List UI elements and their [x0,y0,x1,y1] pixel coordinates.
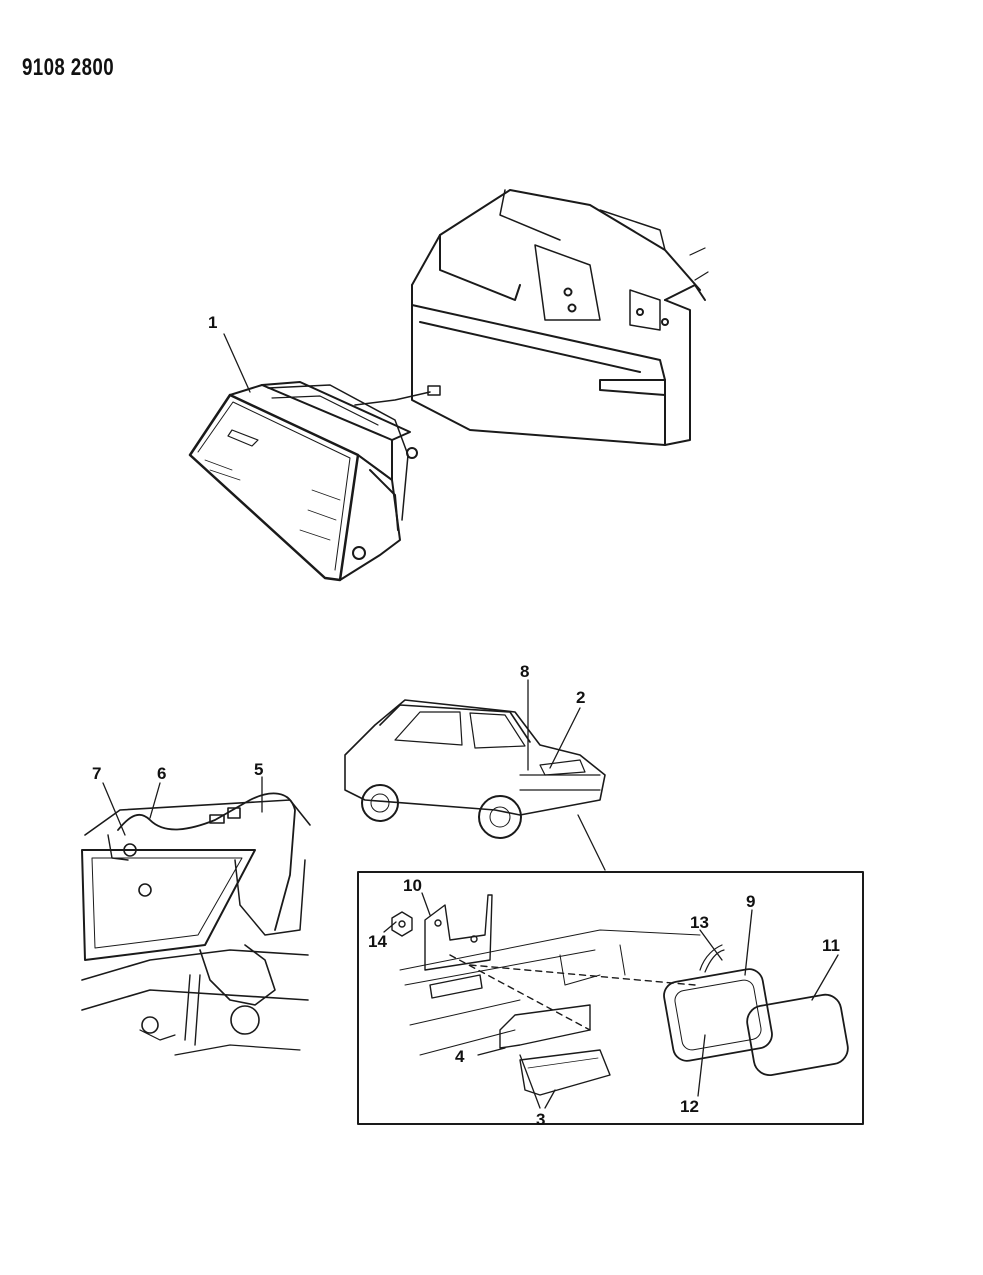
leader-line-11 [811,954,839,1001]
leader-line-4 [477,1047,506,1056]
callout-14: 14 [368,932,387,951]
vehicle-overview [344,699,606,839]
front-fascia-support [411,189,709,446]
leader-line-3b [544,1089,556,1109]
detail-pointer-line [577,814,606,871]
leader-line-13 [699,929,723,961]
engine-bay-wiring-view [81,792,311,1056]
leader-line-12 [697,1034,706,1097]
leader-line-3a [519,1054,541,1109]
callout-11: 11 [822,936,840,955]
callout-10: 10 [403,876,422,895]
callout-4: 4 [455,1047,465,1066]
detail-inset-frame [357,871,864,1125]
leader-line-2 [549,707,581,769]
callout-2: 2 [576,688,585,707]
callout-3: 3 [536,1110,545,1129]
leader-line-9 [744,909,753,976]
callout-9: 9 [746,892,755,911]
callout-7: 7 [92,764,101,783]
callout-1: 1 [208,313,217,332]
leader-line-10 [421,892,431,916]
leader-line-1 [223,333,251,393]
callout-6: 6 [157,764,166,783]
callout-8: 8 [520,662,529,681]
callout-13: 13 [690,913,709,932]
callout-12: 12 [680,1097,699,1116]
detail-inset-parts [391,894,849,1096]
callout-5: 5 [254,760,263,779]
leader-line-7 [102,782,126,836]
document-number: 9108 2800 [22,54,115,81]
leader-line-6 [149,782,161,819]
leader-line-14 [383,921,397,933]
headlamp-assembly [188,381,441,582]
